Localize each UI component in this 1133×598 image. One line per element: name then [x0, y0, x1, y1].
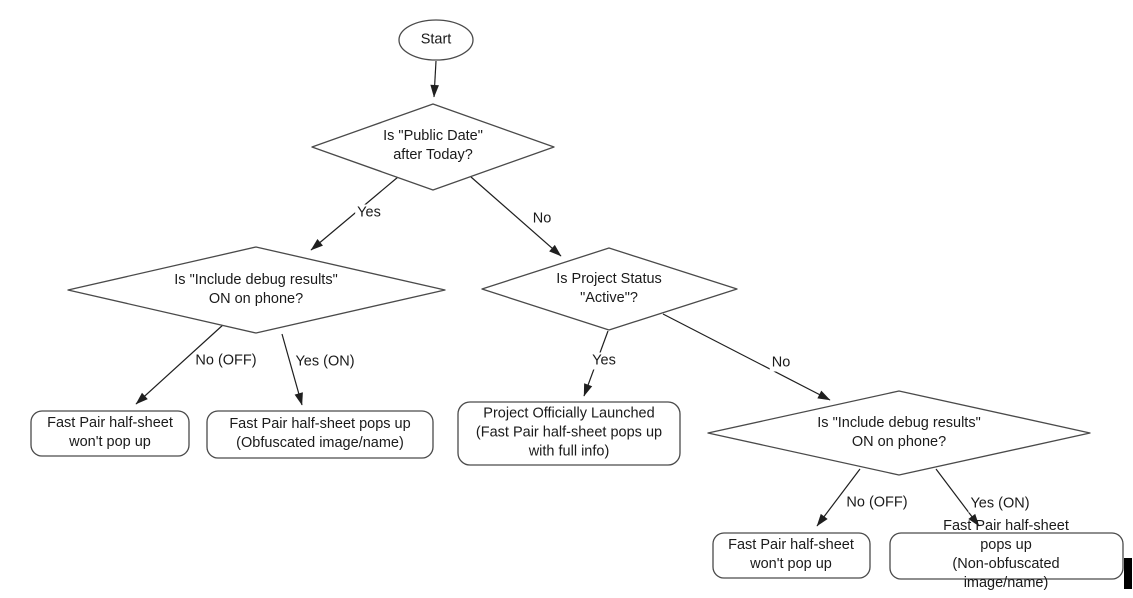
- result-no-popup-right: [712, 532, 871, 579]
- result-launched: [457, 401, 681, 466]
- edge-debug-left-no: [135, 323, 225, 405]
- result-no-popup-left: [30, 410, 190, 457]
- decision-debug-right: [707, 390, 1091, 476]
- text-cursor: [1124, 558, 1132, 589]
- decision-public-date: [311, 103, 555, 191]
- result-obfuscated: [206, 410, 434, 459]
- result-non-obfuscated: [889, 532, 1124, 580]
- edge-debug-left-yes: [281, 333, 303, 406]
- edge-debug-right-no: [816, 468, 861, 527]
- decision-debug-left: [67, 246, 446, 334]
- edge-public-date-yes: [310, 176, 399, 251]
- edge-start-to-public-date: [430, 60, 439, 98]
- edge-public-date-no: [470, 176, 562, 257]
- edge-project-status-no: [662, 313, 831, 401]
- edge-project-status-yes: [583, 330, 609, 397]
- decision-project-status: [481, 247, 738, 331]
- start-node: [398, 19, 474, 61]
- edge-debug-right-yes: [935, 468, 980, 527]
